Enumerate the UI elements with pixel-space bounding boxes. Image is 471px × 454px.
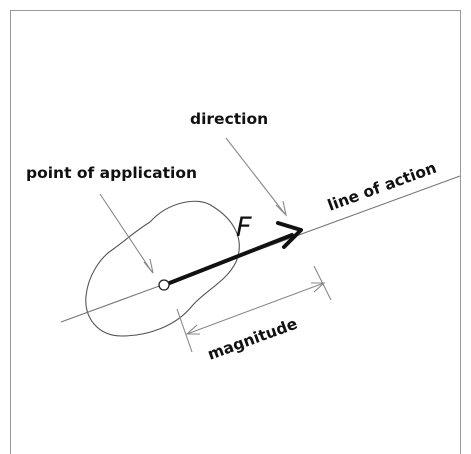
point-of-application-marker [158, 279, 170, 291]
direction-pointer [225, 137, 286, 215]
direction-pointer-head [275, 200, 287, 217]
force-label: F [236, 212, 252, 243]
force-vector [165, 233, 294, 286]
point-of-application-label: point of application [26, 164, 197, 182]
direction-label: direction [190, 110, 268, 128]
magnitude-dimension-line [186, 282, 325, 335]
body-outline [85, 200, 240, 337]
diagram-frame [10, 10, 461, 454]
line-of-action-label: line of action [325, 159, 439, 215]
magnitude-arrowhead-right [311, 282, 326, 293]
point-of-application-pointer [99, 193, 153, 273]
force-arrowhead [276, 221, 303, 249]
magnitude-extension-left [176, 308, 193, 353]
magnitude-arrowhead-left [185, 324, 200, 335]
point-of-application-pointer-head [143, 258, 154, 274]
